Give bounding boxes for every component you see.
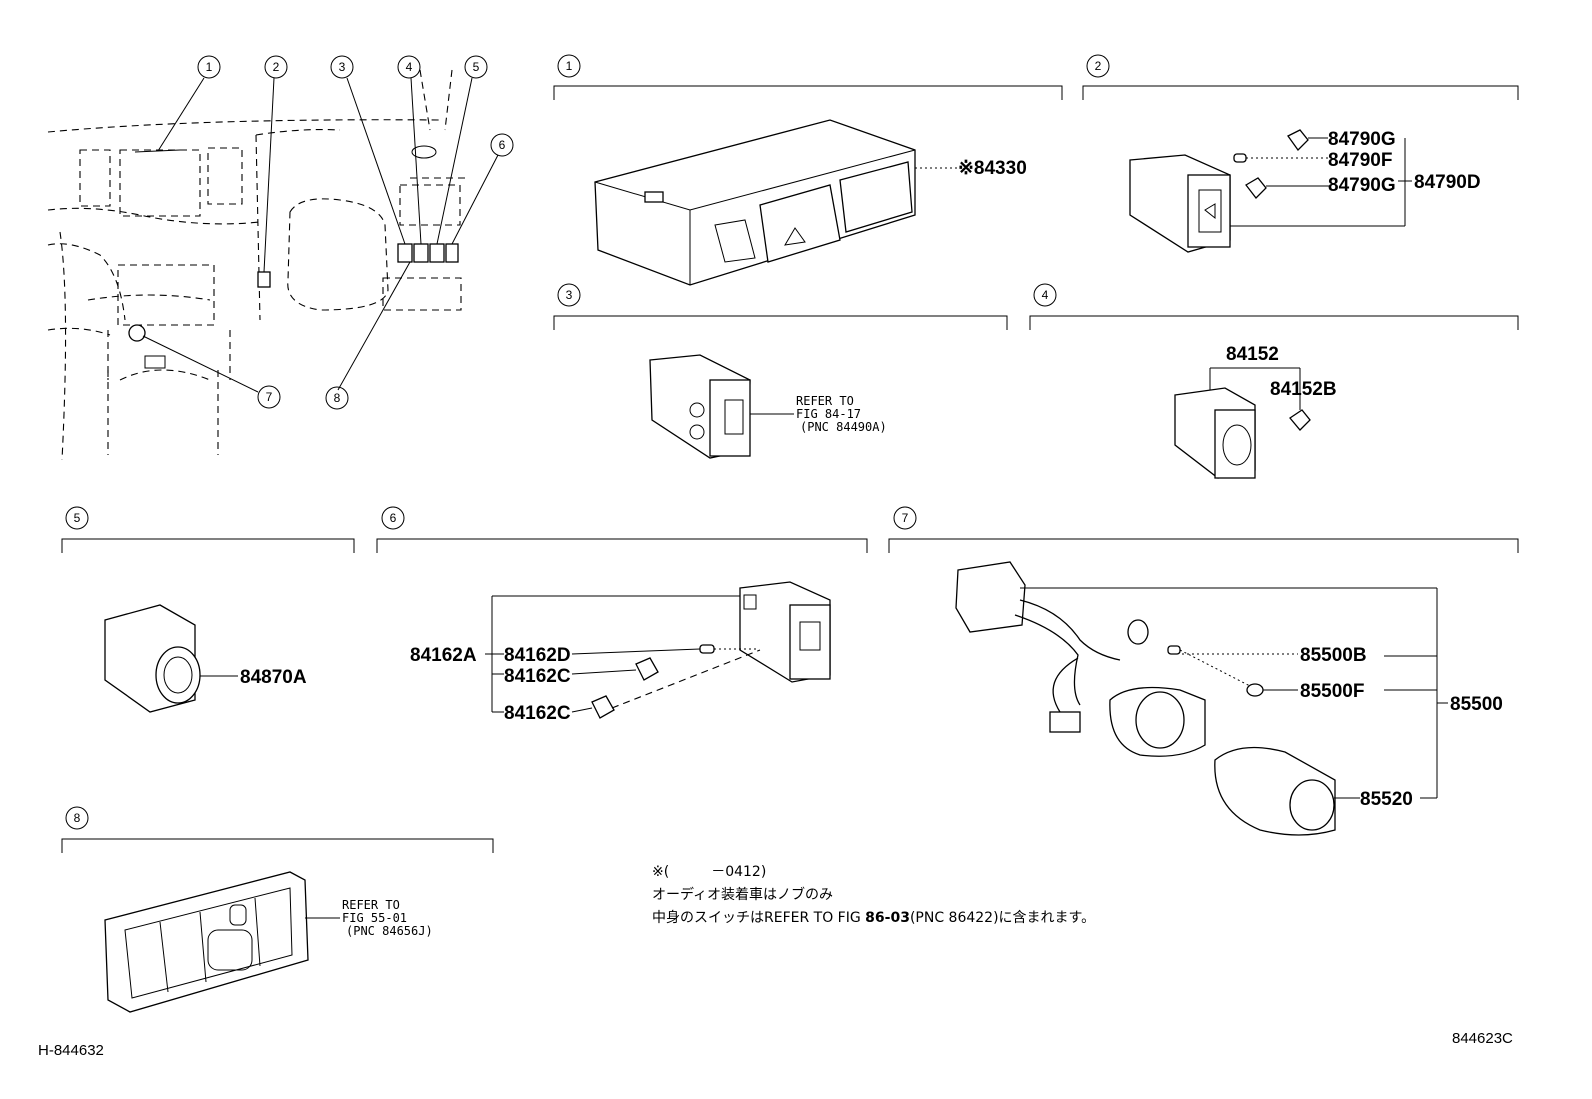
note-line-3: 中身のスイッチはREFER TO FIG 86-03(PNC 86422)に含ま… (652, 910, 1095, 926)
callout-6: 6 (490, 133, 514, 157)
section3-ref-line1: REFER TO (796, 394, 854, 408)
section8-ref-line2: FIG 55-01 (342, 911, 407, 925)
callout-8: 8 (325, 386, 349, 410)
callout-1: 1 (197, 55, 221, 79)
section8-ref-line3: (PNC 84656J) (346, 924, 433, 938)
part-label-84162D: 84162D (504, 645, 571, 666)
part-label-85500F: 85500F (1300, 681, 1364, 702)
part-label-85500: 85500 (1450, 694, 1503, 715)
callout-4: 4 (397, 55, 421, 79)
callout-3: 3 (330, 55, 354, 79)
part-label-84162A: 84162A (410, 645, 477, 666)
svg-text:5: 5 (473, 60, 480, 74)
svg-text:4: 4 (1042, 288, 1049, 302)
part-label-84790F: 84790F (1328, 150, 1392, 171)
note-line-1: ※( －0412) (652, 864, 766, 880)
section3-ref-line3: (PNC 84490A) (800, 420, 887, 434)
svg-text:3: 3 (339, 60, 346, 74)
note-line-2: オーディオ装着車はノブのみ (652, 886, 833, 903)
part-label-84790G-upper: 84790G (1328, 129, 1396, 150)
svg-text:4: 4 (406, 60, 413, 74)
svg-text:2: 2 (1095, 59, 1102, 73)
svg-text:8: 8 (334, 391, 341, 405)
svg-text:6: 6 (390, 511, 397, 525)
section-4: 4 84152 84152B (1029, 283, 1519, 479)
svg-text:6: 6 (499, 138, 506, 152)
drawing-code-left: H-844632 (38, 1042, 104, 1059)
dashboard-overview: 1 2 3 4 5 6 7 8 (47, 55, 514, 461)
section8-ref-line1: REFER TO (342, 898, 400, 912)
callout-7: 7 (257, 385, 281, 409)
section-3: 3 REFER TO FIG 84-17 (PNC 84490A) (553, 283, 1008, 459)
svg-text:7: 7 (266, 390, 273, 404)
part-label-85500B: 85500B (1300, 645, 1367, 666)
note-block: ※( －0412) オーディオ装着車はノブのみ 中身のスイッチはREFER TO… (652, 864, 1095, 926)
svg-text:5: 5 (74, 511, 81, 525)
part-label-84330: ※84330 (958, 158, 1027, 179)
section-2: 2 84790G 84790F 84790G 84790D (1082, 54, 1519, 253)
part-label-84870A: 84870A (240, 667, 307, 688)
part-label-84162C-upper: 84162C (504, 666, 571, 687)
part-label-84790D: 84790D (1414, 172, 1481, 193)
part-label-84162C-lower: 84162C (504, 703, 571, 724)
part-label-84152B: 84152B (1270, 379, 1337, 400)
svg-text:1: 1 (206, 60, 213, 74)
part-label-84152: 84152 (1226, 344, 1279, 365)
section-7: 7 85500B 85500F 85500 85520 (888, 506, 1519, 836)
callout-2: 2 (264, 55, 288, 79)
svg-text:1: 1 (566, 59, 573, 73)
drawing-code-right: 844623C (1452, 1030, 1513, 1047)
section-8: 8 REFER TO FIG 55-01 (PNC 84656J) (61, 806, 494, 1013)
section-5: 5 84870A (61, 506, 355, 713)
svg-text:3: 3 (566, 288, 573, 302)
section3-ref-line2: FIG 84-17 (796, 407, 861, 421)
callout-5: 5 (464, 55, 488, 79)
section-1: 1 ※84330 (553, 54, 1063, 286)
section-6: 6 84162A 84162D 84162C 84162C (376, 506, 868, 724)
part-label-85520: 85520 (1360, 789, 1413, 810)
svg-text:2: 2 (273, 60, 280, 74)
svg-text:8: 8 (74, 811, 81, 825)
svg-text:7: 7 (902, 511, 909, 525)
part-label-84790G-lower: 84790G (1328, 175, 1396, 196)
